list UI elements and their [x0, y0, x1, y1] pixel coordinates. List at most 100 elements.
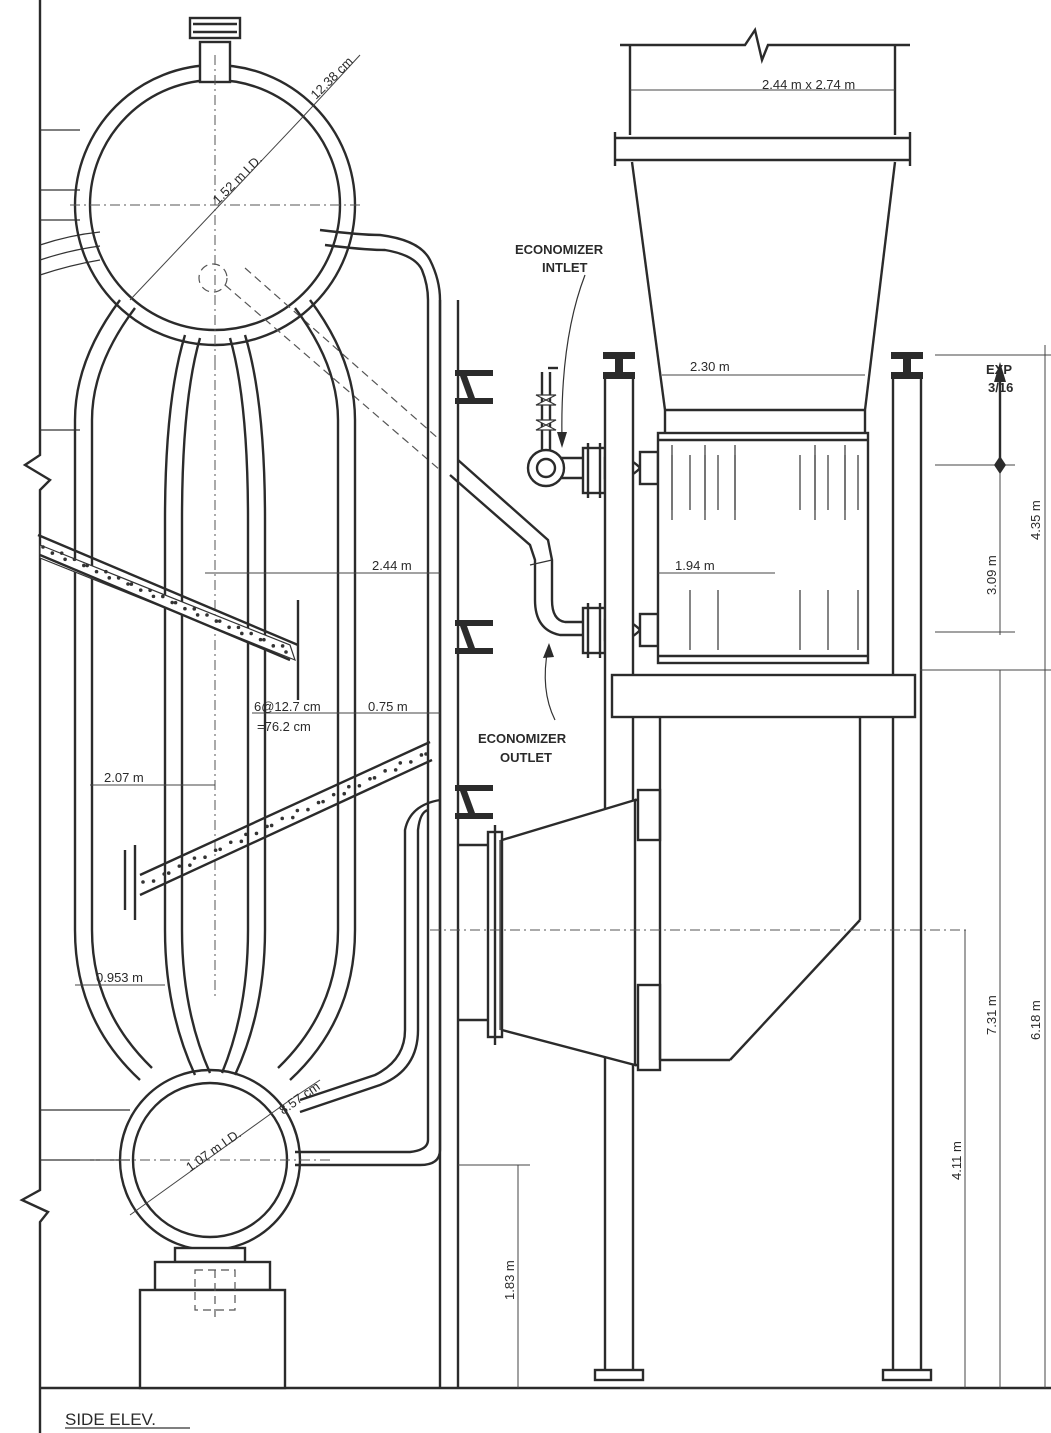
baffle-hatch-dot: [148, 588, 152, 593]
baffle-hatch-dot: [331, 792, 336, 797]
label-exp-1: EXP: [986, 362, 1012, 377]
dim-stack-size: 2.44 m x 2.74 m: [762, 77, 855, 92]
label-economizer-outlet-2: OUTLET: [500, 750, 552, 765]
label-economizer-inlet-1: ECONOMIZER: [515, 242, 604, 257]
baffle-hatch-dot: [192, 607, 197, 611]
economizer-body: [656, 431, 870, 665]
baffle-hatch-dot: [284, 650, 288, 654]
flue-gas-duct: [430, 717, 970, 1072]
dim-span-0-953: 0.953 m: [96, 970, 143, 985]
baffle-hatch-dot: [357, 783, 362, 788]
baffle-hatch-dot: [409, 760, 413, 764]
baffle-hatch-dot: [104, 569, 108, 574]
baffle-hatch-dot: [218, 847, 222, 852]
dim-lower-drum-thickness: 8.57 cm: [276, 1079, 322, 1118]
baffle-hatch-dot: [295, 808, 300, 813]
baffle-hatch-dot: [138, 588, 143, 592]
baffle-hatch-dot: [383, 769, 387, 773]
label-economizer-outlet-1: ECONOMIZER: [478, 731, 567, 746]
label-economizer-inlet-2: INTLET: [542, 260, 588, 275]
baffle-hatch-dot: [151, 594, 156, 599]
baffle-hatch-dot: [183, 606, 187, 611]
baffle-hatch-dot: [59, 551, 64, 555]
baffle-hatch-dot: [166, 871, 171, 875]
baffle-hatch-dot: [262, 637, 266, 642]
dim-span-2-44: 2.44 m: [372, 558, 412, 573]
baffle-hatch-dot: [41, 545, 45, 549]
baffle-hatch-dot: [236, 625, 241, 630]
baffle-hatch-dot: [85, 563, 89, 568]
dim-span-1-94: 1.94 m: [675, 558, 715, 573]
baffle-hatch-dot: [217, 619, 222, 623]
baffle-hatch-dot: [347, 784, 351, 789]
baffle-hatch-dot: [129, 582, 134, 586]
baffle-hatch-dot: [239, 839, 244, 844]
baffle-hatch-dot: [161, 594, 165, 599]
dim-height-7-31: 7.31 m: [984, 995, 999, 1035]
baffle-hatch-dot: [280, 816, 285, 821]
baffle-hatch-dot: [177, 864, 182, 868]
baffle-hatch-dot: [316, 800, 321, 805]
baffle-hatch-dot: [188, 863, 192, 867]
baffle-upper: [37, 533, 300, 700]
baffle-lower: [123, 740, 433, 920]
baffle-hatch-dot: [419, 753, 424, 757]
dim-tube-spacing-2: =76.2 cm: [257, 719, 311, 734]
dimension-lines: [75, 89, 1051, 1389]
economizer-support-beam: [610, 673, 917, 719]
dim-height-1-83: 1.83 m: [502, 1260, 517, 1300]
baffle-hatch-dot: [151, 879, 156, 883]
baffle-hatch-dot: [195, 613, 200, 617]
baffle-hatch-dot: [265, 824, 269, 829]
baffle-hatch-dot: [321, 799, 325, 804]
baffle-hatch-dot: [126, 582, 130, 586]
baffle-hatch: [41, 545, 428, 884]
baffle-hatch-dot: [240, 631, 244, 636]
baffle-hatch-dot: [249, 631, 253, 636]
baffle-hatch-dot: [258, 637, 263, 642]
column-brackets: [455, 370, 493, 819]
baffle-hatch-dot: [63, 557, 67, 562]
baffle-hatch-dot: [280, 644, 285, 648]
drum-support: [138, 1246, 287, 1390]
baffle-hatch-dot: [94, 569, 99, 574]
dim-height-4-11: 4.11 m: [949, 1141, 964, 1180]
baffle-hatch-dot: [213, 848, 218, 853]
baffle-hatch-dot: [227, 625, 231, 630]
baffle-hatch-dot: [372, 776, 377, 780]
baffle-hatch-dot: [368, 776, 372, 781]
dim-tube-spacing-1: 6@12.7 cm: [254, 699, 321, 714]
dim-lower-drum-id: 1.07 m I.D.: [183, 1126, 244, 1175]
baffle-hatch-dot: [269, 823, 274, 828]
baffle-hatch-dot: [141, 880, 145, 884]
dim-hopper-width: 2.30 m: [690, 359, 730, 374]
baffle-hatch-dot: [342, 791, 347, 796]
boiler-tubes: [73, 228, 442, 1167]
drawing-title: SIDE ELEV.: [65, 1410, 156, 1429]
baffle-hatch-dot: [173, 600, 178, 605]
dim-span-2-07: 2.07 m: [104, 770, 144, 785]
baffle-hatch-dot: [271, 644, 276, 648]
baffle-hatch-dot: [306, 807, 310, 812]
dim-height-3-09: 3.09 m: [984, 555, 999, 595]
dim-height-6-18: 6.18 m: [1028, 1000, 1043, 1040]
baffle-hatch-dot: [205, 613, 209, 617]
baffle-hatch-dot: [50, 551, 55, 555]
baffle-hatch-dot: [228, 840, 233, 845]
dim-upper-drum-thickness: 12.38 cm: [308, 54, 356, 102]
baffle-hatch-dot: [162, 872, 166, 876]
dim-upper-drum-id: 1.52 m I.D.: [210, 152, 266, 208]
baffle-hatch-dot: [203, 855, 207, 860]
dim-span-0-75: 0.75 m: [368, 699, 408, 714]
dim-height-4-35: 4.35 m: [1028, 500, 1043, 540]
baffle-hatch-dot: [214, 619, 219, 623]
baffle-hatch-dot: [116, 576, 121, 580]
left-boundary: [19, 0, 130, 1433]
baffle-hatch-dot: [192, 856, 197, 860]
baffle-hatch-dot: [254, 831, 259, 836]
baffle-hatch-dot: [244, 832, 248, 837]
baffle-hatch-dot: [107, 576, 112, 580]
baffle-hatch-dot: [398, 761, 403, 765]
upper-drum: [70, 16, 441, 471]
